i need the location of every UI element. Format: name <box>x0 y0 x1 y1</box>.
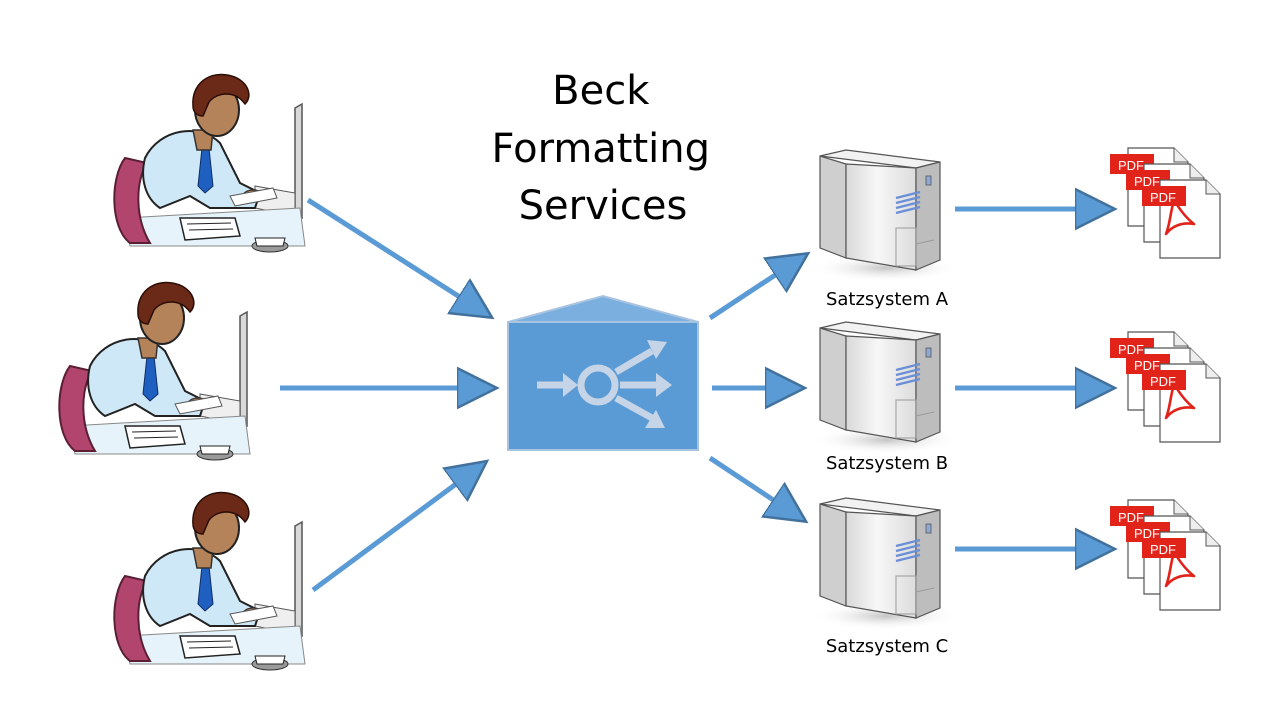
server-tower-icon <box>809 148 963 284</box>
arrow-user-1-to-hub <box>306 197 488 315</box>
pdf-badge-text: PDF <box>1134 358 1160 373</box>
pdf-document-stack-icon: PDF PDF PDF <box>1110 147 1221 259</box>
pdf-badge-text: PDF <box>1134 174 1160 189</box>
server-label-a: Satzsystem A <box>826 289 949 310</box>
server-label-c: Satzsystem C <box>826 636 948 657</box>
pdf-badge-text: PDF <box>1150 374 1176 389</box>
server-tower-icon <box>809 320 963 456</box>
pdf-badge-text: PDF <box>1118 342 1144 357</box>
pdf-badge-text: PDF <box>1118 158 1144 173</box>
person-at-computer-icon <box>58 281 252 461</box>
diagram-title: Beck Formatting Services <box>492 68 715 229</box>
pdf-badge-text: PDF <box>1118 510 1144 525</box>
title-line-2: Formatting <box>492 126 711 172</box>
connector-arrows <box>280 197 1110 593</box>
pdf-badge-text: PDF <box>1134 526 1160 541</box>
person-at-computer-icon <box>113 491 307 671</box>
server-label-b: Satzsystem B <box>826 453 948 474</box>
distribution-hub-icon <box>507 294 699 451</box>
pdf-badge-text: PDF <box>1150 190 1176 205</box>
pdf-badge-text: PDF <box>1150 542 1176 557</box>
person-at-computer-icon <box>113 73 307 254</box>
arrow-user-3-to-hub <box>311 464 483 593</box>
title-line-3: Services <box>519 183 688 229</box>
arrow-hub-to-server-a <box>708 256 804 321</box>
pdf-document-stack-icon: PDF PDF PDF <box>1110 331 1221 443</box>
arrow-hub-to-server-c <box>708 455 802 519</box>
pdf-document-stack-icon: PDF PDF PDF <box>1110 499 1221 611</box>
title-line-1: Beck <box>552 68 650 114</box>
server-tower-icon <box>809 496 963 632</box>
